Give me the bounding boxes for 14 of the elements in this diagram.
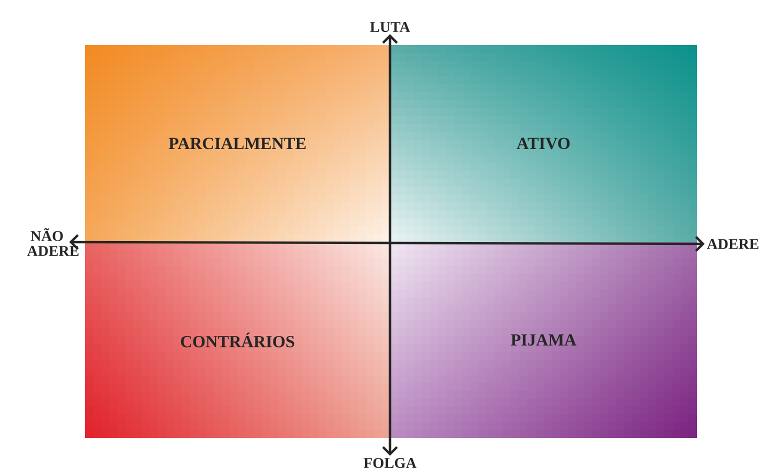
axis-arrow — [382, 34, 398, 456]
quadrant-box: CONTRÁRIOS — [85, 242, 390, 438]
quadrant-box: PIJAMA — [390, 242, 697, 438]
node-label: CONTRÁRIOS — [180, 332, 294, 348]
node-label: PARCIALMENTE — [168, 138, 306, 150]
axis-label: FOLGA — [364, 458, 416, 468]
node-label: PIJAMA — [510, 334, 576, 346]
quadrant-box: ATIVO — [390, 44, 697, 242]
quadrant-box: PARCIALMENTE — [85, 44, 390, 242]
node-label: ATIVO — [516, 138, 570, 150]
axis-label: LUTA — [370, 22, 410, 32]
axis-label: ADERE — [707, 239, 758, 249]
axis-label: NÃO ADERE — [27, 228, 79, 256]
axis-arrow — [69, 234, 705, 252]
